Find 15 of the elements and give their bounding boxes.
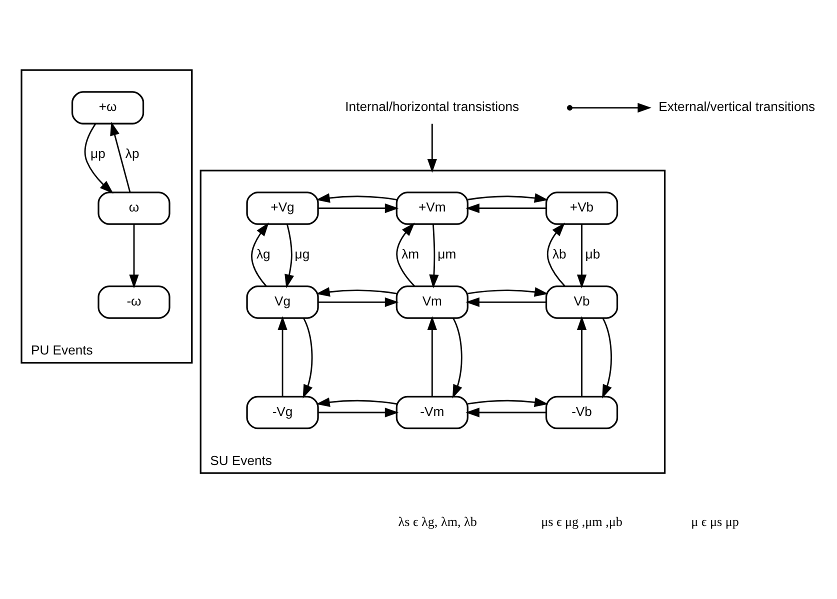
label: μ ϵ μs μp <box>691 514 739 529</box>
edge-label: λb <box>552 246 566 262</box>
node-text: External/vertical transitions <box>658 98 816 114</box>
edge-label: μg <box>294 246 310 262</box>
label: μs ϵ μg ,μm ,μb <box>541 514 622 529</box>
label: λs ϵ λg, λm, λb <box>398 514 477 529</box>
node-label: PU Events <box>30 342 93 358</box>
edge-label: λg <box>256 246 270 262</box>
edge-label: μm <box>438 246 456 262</box>
edge-label: μp <box>90 146 106 161</box>
node-label: SU Events <box>210 452 272 468</box>
edge-label: λp <box>125 146 140 161</box>
edge-label: μb <box>585 246 600 262</box>
edge-label: λm <box>402 246 420 262</box>
node-text: Internal/horizontal transistions <box>345 98 520 114</box>
